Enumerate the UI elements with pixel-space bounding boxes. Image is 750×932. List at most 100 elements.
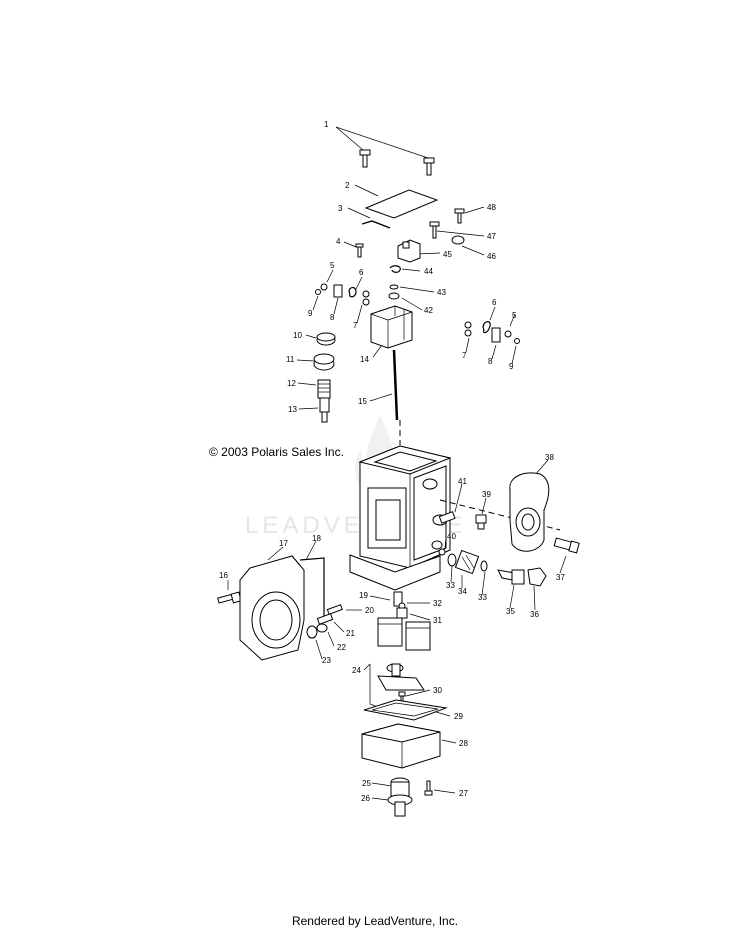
part-15-rod	[369, 349, 399, 421]
callout-14: 14	[360, 355, 369, 364]
callout-10: 10	[293, 331, 302, 340]
part-6-spring-left	[348, 276, 363, 298]
callout-47: 47	[487, 232, 496, 241]
part-26-drain-fitting	[371, 794, 413, 817]
callout-8-right: 8	[488, 357, 493, 366]
callout-3: 3	[338, 204, 343, 213]
callout-27: 27	[459, 789, 468, 798]
callout-4: 4	[336, 237, 341, 246]
callout-41: 41	[458, 477, 467, 486]
part-22-oring	[316, 623, 335, 647]
part-12-spring	[297, 379, 331, 399]
callout-22: 22	[337, 643, 346, 652]
callout-32: 32	[433, 599, 442, 608]
part-48-screw	[454, 206, 485, 224]
part-33-washer-right	[480, 560, 488, 596]
part-9-washer-right	[511, 338, 520, 365]
part-21-spring	[316, 613, 345, 633]
part-11-needle-holder	[296, 353, 335, 371]
part-1-screws	[335, 126, 435, 176]
part-17-intake-flange	[239, 546, 305, 661]
callout-2: 2	[345, 181, 350, 190]
callout-18: 18	[312, 534, 321, 543]
callout-33-left: 33	[446, 581, 455, 590]
part-33-washer-left	[447, 553, 457, 583]
callout-6-right: 6	[492, 298, 497, 307]
part-39-plug	[475, 497, 487, 530]
part-10-cap	[305, 332, 336, 346]
callout-34: 34	[458, 587, 467, 596]
part-47-screw	[429, 221, 485, 239]
callout-17: 17	[279, 539, 288, 548]
part-8-lever-left	[333, 284, 343, 315]
part-7-nut-left	[356, 290, 370, 324]
part-27-screw	[424, 780, 456, 796]
callout-48: 48	[487, 203, 496, 212]
part-20-screw	[326, 604, 362, 615]
part-5-clip-left	[320, 269, 334, 291]
carburetor-body	[349, 445, 452, 591]
callout-35: 35	[506, 607, 515, 616]
callout-13: 13	[288, 405, 297, 414]
part-44-clip	[389, 265, 421, 273]
part-5-clip-right	[504, 313, 516, 338]
part-46-washer	[451, 235, 485, 256]
callout-38: 38	[545, 453, 554, 462]
part-36-knob	[527, 567, 547, 611]
callout-8: 8	[330, 313, 335, 322]
part-37-screw	[553, 537, 580, 574]
part-14-throttle-slide	[370, 305, 413, 358]
copyright-notice: © 2003 Polaris Sales Inc.	[209, 445, 344, 459]
callout-43: 43	[437, 288, 446, 297]
callout-37: 37	[556, 573, 565, 582]
part-8-lever-right	[491, 327, 501, 360]
part-35-choke-plunger	[497, 569, 525, 609]
callout-39: 39	[482, 490, 491, 499]
part-45-bracket	[397, 239, 441, 263]
callout-9-right: 9	[509, 362, 514, 371]
callout-45: 45	[443, 250, 452, 259]
part-2-cover-plate	[354, 184, 439, 219]
callout-26: 26	[361, 794, 370, 803]
callout-labels: 1 2 3 4 5 6 7 8 9 10 11 12 13 14 15 16 1…	[219, 120, 565, 803]
part-24-float-assembly	[363, 617, 431, 709]
callout-23: 23	[322, 656, 331, 665]
callout-33-right: 33	[478, 593, 487, 602]
callout-19: 19	[359, 591, 368, 600]
callout-7: 7	[353, 321, 358, 330]
part-34-spring	[454, 549, 480, 588]
part-41-fitting	[438, 483, 463, 524]
callout-12: 12	[287, 379, 296, 388]
callout-42: 42	[424, 306, 433, 315]
callout-20: 20	[365, 606, 374, 615]
part-38-choke-cover	[509, 459, 550, 552]
callout-29: 29	[454, 712, 463, 721]
part-7-nut-right	[464, 321, 472, 353]
part-6-spring-right	[482, 306, 496, 334]
callout-15: 15	[358, 397, 367, 406]
callout-44: 44	[424, 267, 433, 276]
part-16-screw	[217, 580, 242, 604]
callout-25: 25	[362, 779, 371, 788]
callout-6: 6	[359, 268, 364, 277]
part-3-gasket	[347, 207, 391, 229]
footer-credit: Rendered by LeadVenture, Inc.	[291, 914, 459, 928]
callout-28: 28	[459, 739, 468, 748]
part-42-washer	[388, 292, 423, 311]
callout-11: 11	[286, 355, 295, 364]
callout-5-right: 5	[512, 311, 517, 320]
part-9-washer-left	[312, 289, 321, 311]
callout-9: 9	[308, 309, 313, 318]
part-23-washer	[306, 625, 323, 660]
part-13-jet-needle	[298, 397, 330, 423]
callout-16: 16	[219, 571, 228, 580]
callout-21: 21	[346, 629, 355, 638]
callout-31: 31	[433, 616, 442, 625]
part-28-float-bowl	[361, 723, 457, 769]
part-18-gasket	[299, 540, 325, 620]
callout-24: 24	[352, 666, 361, 675]
callout-46: 46	[487, 252, 496, 261]
part-29-float-bowl-gasket	[363, 699, 451, 721]
part-4-screw	[343, 241, 364, 258]
